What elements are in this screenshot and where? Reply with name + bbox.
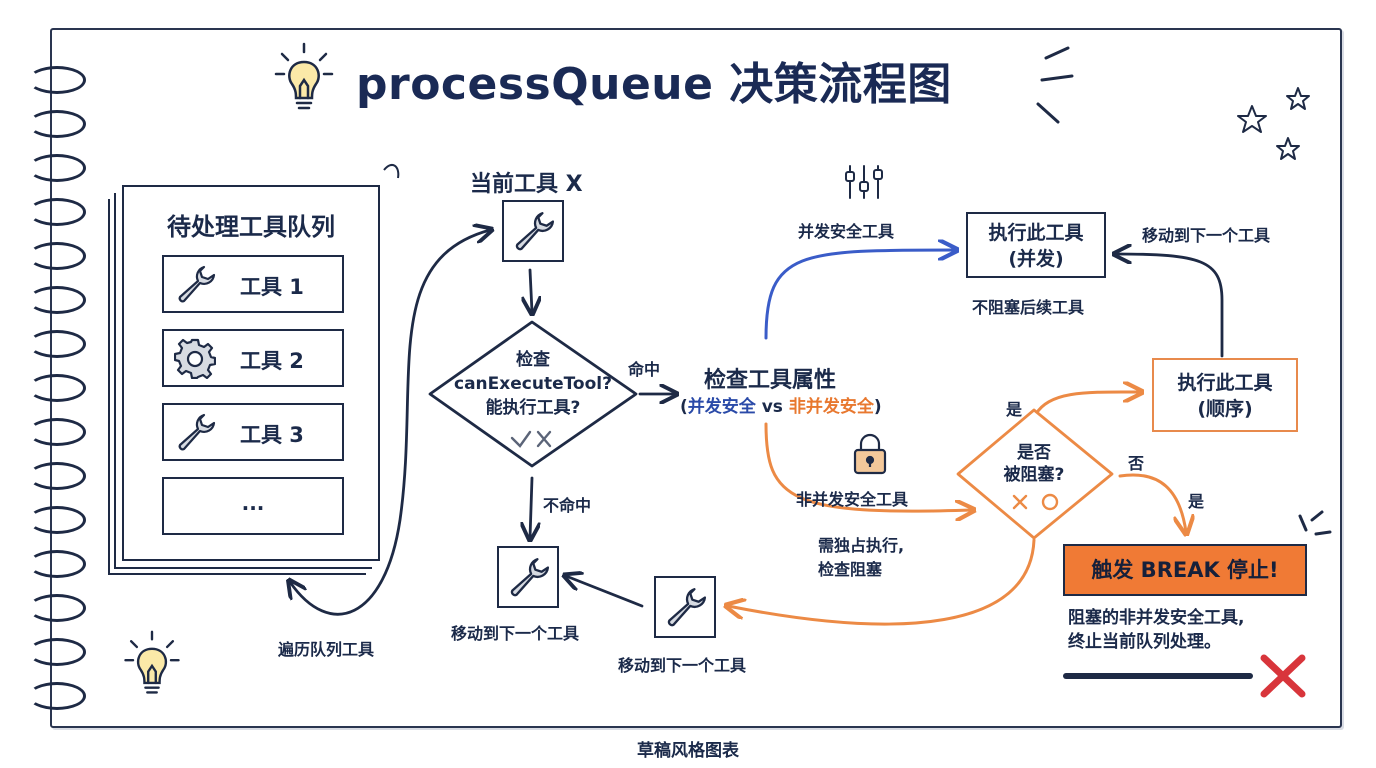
red-x-icon (1260, 654, 1306, 698)
spiral-ring (28, 682, 86, 710)
check-line-3: 能执行工具? (485, 398, 581, 418)
check-diamond (428, 320, 638, 468)
exec-concurrent-line-2: (并发) (1008, 248, 1064, 270)
exec-sequential-box[interactable]: 执行此工具 (顺序) (1152, 358, 1298, 432)
yes-to-sequential-arrow (1034, 392, 1140, 416)
gear-icon (174, 338, 216, 379)
stars-icon (1237, 87, 1310, 160)
miss-label: 不命中 (543, 496, 592, 515)
props-unsafe: 非并发安全 (788, 397, 874, 417)
spiral-ring (28, 418, 86, 446)
emphasis-mark-icon (383, 163, 400, 179)
cross-mark-icon (1012, 494, 1028, 510)
lightbulb-icon (124, 630, 180, 694)
spiral-ring (28, 330, 86, 358)
exclusive-line-1: 需独占执行, (818, 536, 905, 555)
current-tool-box[interactable] (502, 200, 564, 262)
wrench-icon (515, 212, 555, 251)
no-label: 否 (1128, 454, 1145, 473)
yes-label-top: 是 (1006, 400, 1023, 419)
concurrent-safe-label: 并发安全工具 (798, 222, 895, 241)
wrench-icon (178, 413, 216, 451)
next-tool-box-left[interactable] (497, 546, 559, 608)
check-diamond-text: 检查 canExecuteTool? 能执行工具? (436, 348, 630, 420)
exclusive-note: 需独占执行, 检查阻塞 (818, 534, 904, 582)
lock-icon (853, 433, 887, 475)
check-mark-icon (510, 430, 532, 448)
exec-sequential-line-2: (顺序) (1197, 398, 1253, 420)
cross-mark-icon (536, 430, 552, 448)
blocked-diamond (956, 408, 1114, 540)
hit-label: 命中 (628, 360, 661, 379)
sliders-icon (845, 165, 883, 199)
break-stop-box[interactable]: 触发 BREAK 停止! (1063, 544, 1307, 596)
props-safe: 并发安全 (687, 397, 756, 417)
spiral-ring (28, 550, 86, 578)
lightbulb-icon (274, 42, 334, 110)
check-props-label: 检查工具属性 (704, 368, 837, 393)
blocked-line-2: 被阻塞? (1003, 465, 1065, 485)
emphasis-marks-icon (1298, 510, 1332, 536)
back-to-next-arrow (728, 538, 1036, 626)
check-line-2: canExecuteTool? (454, 374, 612, 394)
spiral-ring (28, 462, 86, 490)
concurrent-safe-arrow (764, 250, 955, 340)
miss-arrow (530, 476, 532, 538)
spiral-ring (28, 506, 86, 534)
queue-more-ellipsis: ... (241, 491, 265, 515)
no-to-break-arrow (1118, 473, 1186, 532)
emphasis-marks-icon (1036, 46, 1074, 124)
props-vs: vs (755, 397, 789, 417)
break-note-line-2: 终止当前队列处理。 (1068, 632, 1221, 652)
next-tool-box-bottom[interactable] (654, 576, 716, 638)
spiral-ring (28, 594, 86, 622)
circle-mark-icon (1041, 493, 1059, 511)
blocked-diamond-text: 是否 被阻塞? (984, 442, 1084, 486)
spiral-ring (28, 638, 86, 666)
wrench-icon (510, 558, 550, 597)
current-tool-label: 当前工具 X (470, 172, 583, 197)
exec-concurrent-box[interactable]: 执行此工具 (并发) (966, 212, 1106, 278)
blocked-line-1: 是否 (1017, 443, 1051, 463)
props-subtitle: (并发安全 vs 非并发安全) (680, 392, 882, 417)
exec-concurrent-line-1: 执行此工具 (988, 222, 1084, 244)
props-paren-open: ( (680, 397, 688, 417)
to-check-arrow (530, 268, 532, 312)
traverse-label: 遍历队列工具 (278, 640, 375, 659)
non-concurrent-arrow (764, 422, 972, 511)
check-line-1: 检查 (516, 350, 550, 370)
spiral-ring (28, 154, 86, 182)
wrench-icon (667, 588, 707, 627)
spiral-ring (28, 286, 86, 314)
spiral-ring (28, 110, 86, 138)
queue-item-tool-3[interactable]: 工具 3 (162, 403, 344, 461)
break-note-line-1: 阻塞的非并发安全工具, (1068, 608, 1245, 628)
traverse-arrow (290, 230, 490, 616)
sequential-to-concurrent-arrow (1116, 254, 1224, 358)
spiral-ring (28, 198, 86, 226)
yes-label-right: 是 (1188, 492, 1205, 511)
move-next-label-top: 移动到下一个工具 (1142, 226, 1271, 245)
footer-caption: 草稿风格图表 (637, 741, 739, 761)
spiral-ring (28, 374, 86, 402)
props-paren-close: ) (873, 397, 882, 417)
exec-sequential-line-1: 执行此工具 (1177, 372, 1273, 394)
move-next-arrow (566, 576, 644, 608)
break-note: 阻塞的非并发安全工具, 终止当前队列处理。 (1068, 606, 1244, 654)
move-next-label-left: 移动到下一个工具 (451, 624, 580, 643)
move-next-label-bottom: 移动到下一个工具 (618, 656, 747, 675)
spiral-ring (28, 242, 86, 270)
page-title: processQueue 决策流程图 (356, 59, 952, 110)
no-block-label: 不阻塞后续工具 (972, 298, 1085, 317)
exclusive-line-2: 检查阻塞 (818, 560, 883, 579)
spiral-ring (28, 66, 86, 94)
non-concurrent-label: 非并发安全工具 (796, 490, 909, 509)
wrench-icon (178, 265, 216, 303)
